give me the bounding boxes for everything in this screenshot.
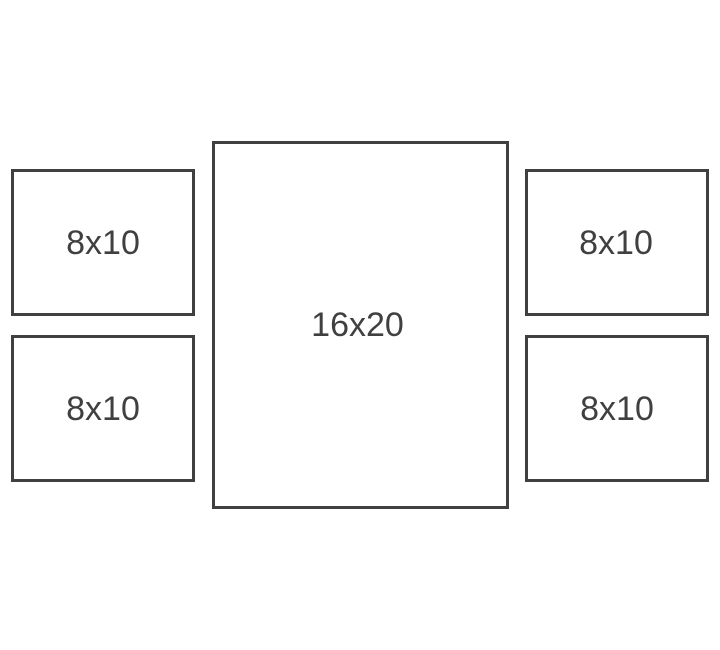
frame-top-left: 8x10 (11, 169, 195, 316)
frame-size-label: 16x20 (311, 306, 404, 344)
frame-size-label: 8x10 (580, 390, 654, 428)
frame-bottom-left: 8x10 (11, 335, 195, 482)
frame-bottom-right: 8x10 (525, 335, 709, 482)
frame-top-right: 8x10 (525, 169, 709, 316)
frame-size-label: 8x10 (66, 224, 140, 262)
frame-size-label: 8x10 (66, 390, 140, 428)
frame-size-label: 8x10 (579, 224, 653, 262)
frame-center-large: 16x20 (212, 141, 509, 509)
